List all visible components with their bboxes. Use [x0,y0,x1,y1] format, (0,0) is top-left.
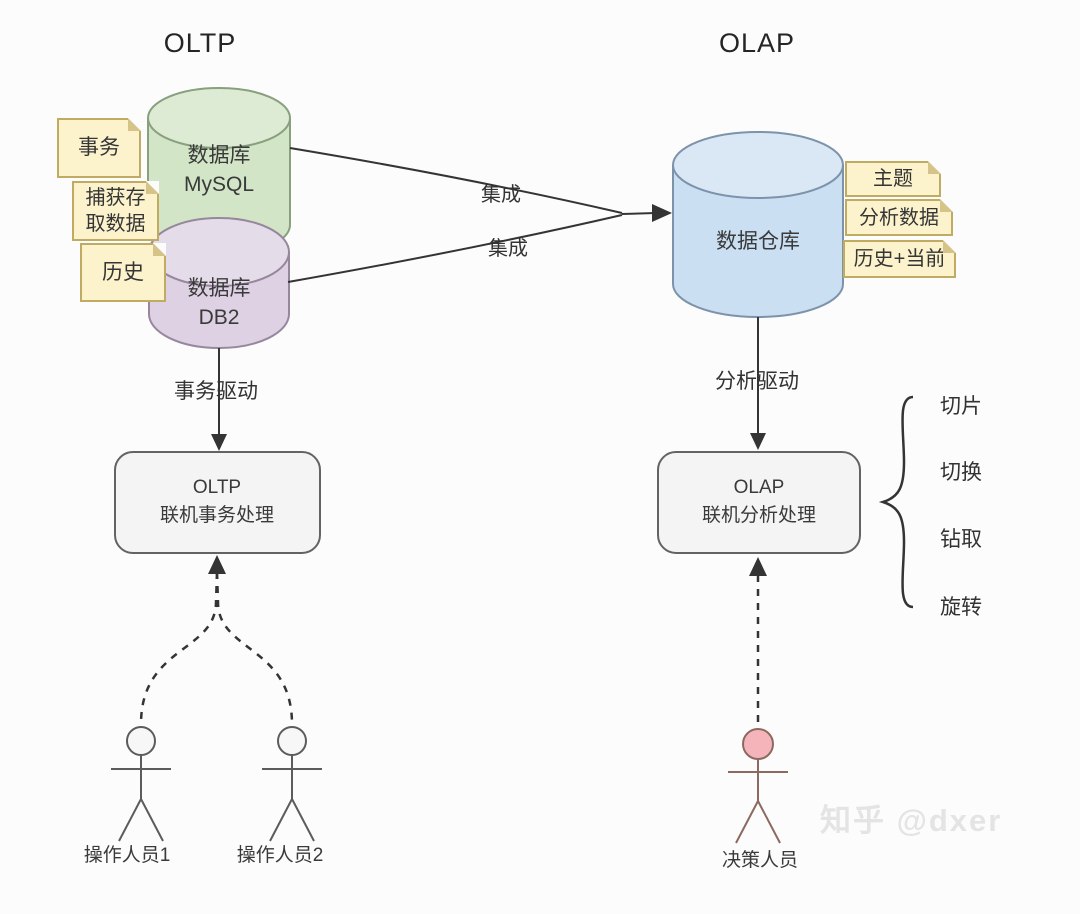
arrowhead-into-olap-box [750,433,766,450]
decision-maker-figure [728,728,788,844]
olap-box-line1: OLAP [733,477,785,498]
oltp-box-label: OLTP 联机事务处理 [160,474,274,530]
db2-label-line2: DB2 [198,306,240,329]
olap-title: OLAP [718,28,796,58]
operation-rotate: 旋转 [940,596,982,619]
arrowhead-operators-into-oltp [208,555,226,574]
mysql-cylinder [147,87,291,256]
oltp-process-box-border [114,451,321,554]
note-history-text: 历史 [102,260,144,284]
mysql-label-line2: MySQL [183,173,255,196]
edge-mysql-to-warehouse [289,147,623,214]
arrowhead-into-warehouse [652,204,672,222]
arrowhead-into-oltp-box [211,434,227,451]
note-history-current: 历史+当前 [843,240,956,278]
oltp-title: OLTP [163,28,237,58]
note-subject-text: 主题 [873,168,913,190]
analysis-driven-label: 分析驱动 [715,370,799,393]
edge-db2-to-warehouse [287,214,623,283]
decision-maker-label: 决策人员 [721,850,799,871]
note-analysis-data-text: 分析数据 [859,206,939,229]
integration-edges [287,147,657,283]
operator1-figure [111,726,171,842]
olap-operations-brace [878,395,914,609]
operation-drill: 钻取 [940,528,982,551]
db2-cylinder [148,217,290,349]
operator2-head [277,726,307,756]
olap-box-line2: 联机分析处理 [701,505,817,526]
db2-label-line1: 数据库 [187,277,251,300]
note-history-current-text: 历史+当前 [853,248,946,270]
note-history: 历史 [80,243,166,302]
note-capture-data: 捕获存取数据 [72,181,159,241]
operation-slice: 切片 [940,395,982,418]
oltp-box-line2: 联机事务处理 [159,505,275,526]
integration-label-bottom: 集成 [488,238,528,260]
operator2-label: 操作人员2 [236,845,324,866]
db2-cylinder-label: 数据库 DB2 [188,274,251,332]
note-transaction-text: 事务 [78,136,120,159]
decision-maker-head [742,728,774,760]
integration-label-top: 集成 [481,184,521,206]
olap-process-box-border [657,451,861,554]
operator1-head [126,726,156,756]
watermark: 知乎 @dxer [820,803,1003,838]
olap-process-box [658,452,860,553]
operator2-figure [262,726,322,842]
note-analysis-data: 分析数据 [845,199,953,236]
edge-operator2-to-oltp [215,571,294,725]
note-capture-data-text: 捕获存取数据 [85,187,146,235]
warehouse-cylinder-label: 数据仓库 [716,230,800,253]
transaction-driven-label: 事务驱动 [174,380,258,403]
edge-merge-segment [621,212,657,215]
warehouse-cylinder [672,131,844,318]
operator-dashed-edges [139,571,294,725]
note-transaction: 事务 [57,118,141,178]
olap-box-label: OLAP 联机分析处理 [702,474,816,530]
mysql-label-line1: 数据库 [187,144,251,167]
note-subject: 主题 [845,161,941,197]
operator1-label: 操作人员1 [83,845,171,866]
oltp-box-line1: OLTP [192,477,242,498]
edge-operator1-to-oltp [139,571,219,725]
mysql-cylinder-label: 数据库 MySQL [184,141,254,199]
oltp-process-box [115,452,320,553]
operation-dice: 切换 [940,461,982,484]
arrowhead-decision-into-olap [749,557,767,576]
